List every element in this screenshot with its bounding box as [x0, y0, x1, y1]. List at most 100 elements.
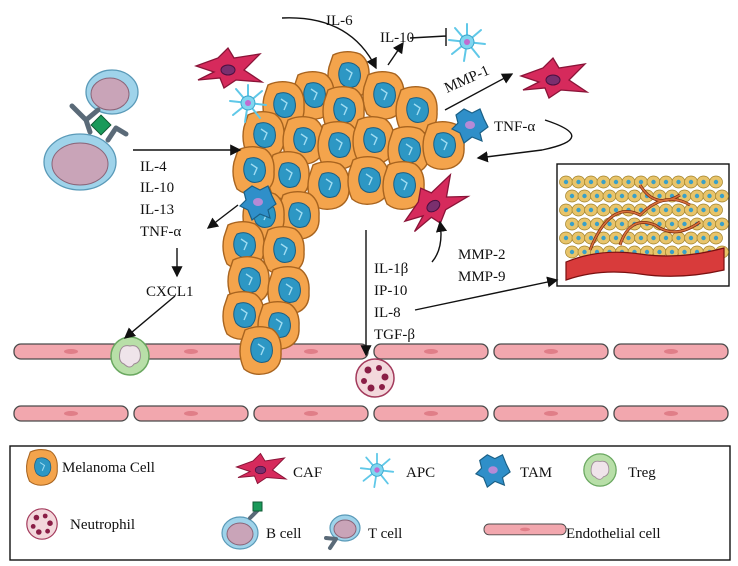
legend-t-cell-label: T cell: [368, 526, 402, 542]
inset-tumor-nucleus: [694, 193, 700, 199]
inset-tumor-nucleus: [576, 179, 581, 185]
label-mmp9: MMP-9: [458, 269, 506, 285]
inset-tumor-nucleus: [563, 207, 569, 213]
label-ip10: IP-10: [374, 283, 407, 299]
inset-tumor-nucleus: [688, 179, 694, 185]
inset-tumor-nucleus: [651, 207, 656, 213]
inset-tumor-nucleus: [582, 193, 587, 199]
inset-tumor-nucleus: [619, 221, 625, 227]
inset-tumor-nucleus: [669, 221, 675, 227]
legend-treg-label: Treg: [628, 465, 656, 481]
inset-tumor-nucleus: [626, 235, 631, 241]
inset-tumor-nucleus: [588, 235, 594, 241]
legend-apc-label: APC: [406, 465, 435, 481]
legend-melanoma-label: Melanoma Cell: [62, 460, 155, 476]
arrows: [123, 17, 573, 357]
label-il10-left: IL-10: [140, 180, 174, 196]
inset-tumor-nucleus: [651, 235, 656, 241]
inset-tumor-nucleus: [701, 207, 706, 213]
inset-tumor-nucleus: [701, 235, 706, 241]
inset-tumor-nucleus: [669, 249, 675, 255]
inset-tumor-nucleus: [663, 235, 669, 241]
inset-tumor-nucleus: [663, 207, 669, 213]
inset-tumor-nucleus: [713, 179, 719, 185]
inset-tumor-nucleus: [719, 221, 725, 227]
legend-neutrophil-label: Neutrophil: [70, 517, 135, 533]
label-mmp1: MMP-1: [442, 63, 492, 97]
inset-tumor-nucleus: [707, 193, 712, 199]
inset-tumor-nucleus: [682, 249, 687, 255]
inset-tumor-nucleus: [719, 193, 725, 199]
label-tnfa-left: TNF-α: [140, 224, 181, 240]
inset-tumor-nucleus: [576, 207, 581, 213]
inset-tumor-nucleus: [607, 193, 612, 199]
inset-tumor-nucleus: [576, 235, 581, 241]
caf-top-right: [520, 57, 588, 99]
vessel-lower: [13, 405, 729, 422]
label-il10-top: IL-10: [380, 30, 414, 46]
inset-tumor-nucleus: [688, 207, 694, 213]
inset-tumor-nucleus: [713, 235, 719, 241]
inset-tumor-nucleus: [601, 207, 606, 213]
arrow-tnfa-right: [476, 119, 573, 163]
label-cxcl1: CXCL1: [146, 284, 194, 300]
label-il8: IL-8: [374, 305, 401, 321]
inset-tumor-nucleus: [594, 193, 600, 199]
inset-tumor-nucleus: [651, 179, 656, 185]
inset-tumor-nucleus: [676, 235, 681, 241]
arrow-il6: [281, 17, 377, 70]
inset-tumor-nucleus: [588, 179, 594, 185]
inset-tumor-nucleus: [713, 207, 719, 213]
inset-tumor-nucleus: [688, 235, 694, 241]
inset-tumor-nucleus: [701, 179, 706, 185]
legend-endothelial-icon: [483, 523, 567, 536]
inset-tumor-nucleus: [619, 193, 625, 199]
caf-top-left: [195, 47, 263, 89]
arrow-il10-top: [387, 41, 404, 66]
inset-tumor-nucleus: [632, 193, 637, 199]
inset-tumor-nucleus: [676, 179, 681, 185]
inset-tumor-nucleus: [569, 193, 575, 199]
inhibit-apc: [409, 28, 447, 46]
b-cell-t-cell-pair: [43, 69, 139, 191]
legend-b-cell-label: B cell: [266, 526, 301, 542]
inset-tumor-nucleus: [663, 179, 669, 185]
inset-tumor-nucleus: [613, 207, 619, 213]
treg-in-vessel: [110, 336, 150, 376]
arrow-to-caf: [431, 220, 448, 263]
inset-tumor-nucleus: [676, 207, 681, 213]
inset-tumor-nucleus: [657, 193, 662, 199]
inset-tumor-nucleus: [626, 179, 631, 185]
inset-tumor-nucleus: [682, 221, 687, 227]
legend-melanoma-icon: [25, 449, 58, 486]
inset-tumor-nucleus: [588, 207, 594, 213]
inset-tumor-nucleus: [613, 235, 619, 241]
arrow-tam-to-cytokines: [206, 204, 239, 229]
legend: Melanoma Cell CAF APC TAM Treg Neutrophi…: [9, 445, 731, 561]
inset-tumor-nucleus: [607, 221, 612, 227]
inset-tumor-nucleus: [582, 221, 587, 227]
label-tnfa-right: TNF-α: [494, 119, 535, 135]
legend-t-cell-icon: [324, 514, 361, 550]
arrow-mmp1: [444, 73, 514, 111]
apc-top: [448, 23, 486, 62]
arrow-cxcl1-to-treg: [123, 295, 176, 339]
label-il1b: IL-1β: [374, 261, 408, 277]
label-il4: IL-4: [140, 159, 167, 175]
inset-tumor-nucleus: [613, 179, 619, 185]
inset-tumor-nucleus: [707, 221, 712, 227]
label-il6: IL-6: [326, 13, 353, 29]
inset-tumor-nucleus: [582, 249, 587, 255]
inset-tumor-nucleus: [601, 235, 606, 241]
label-mmp2: MMP-2: [458, 247, 506, 263]
arrow-to-angiogenesis: [414, 276, 559, 311]
label-tgfb: TGF-β: [374, 327, 415, 343]
inset-tumor-nucleus: [594, 221, 600, 227]
inset-tumor-nucleus: [638, 179, 644, 185]
inset-tumor-nucleus: [563, 235, 569, 241]
label-il13: IL-13: [140, 202, 174, 218]
inset-tumor-nucleus: [601, 179, 606, 185]
inset-tumor-nucleus: [638, 235, 644, 241]
inset-tumor-nucleus: [682, 193, 687, 199]
